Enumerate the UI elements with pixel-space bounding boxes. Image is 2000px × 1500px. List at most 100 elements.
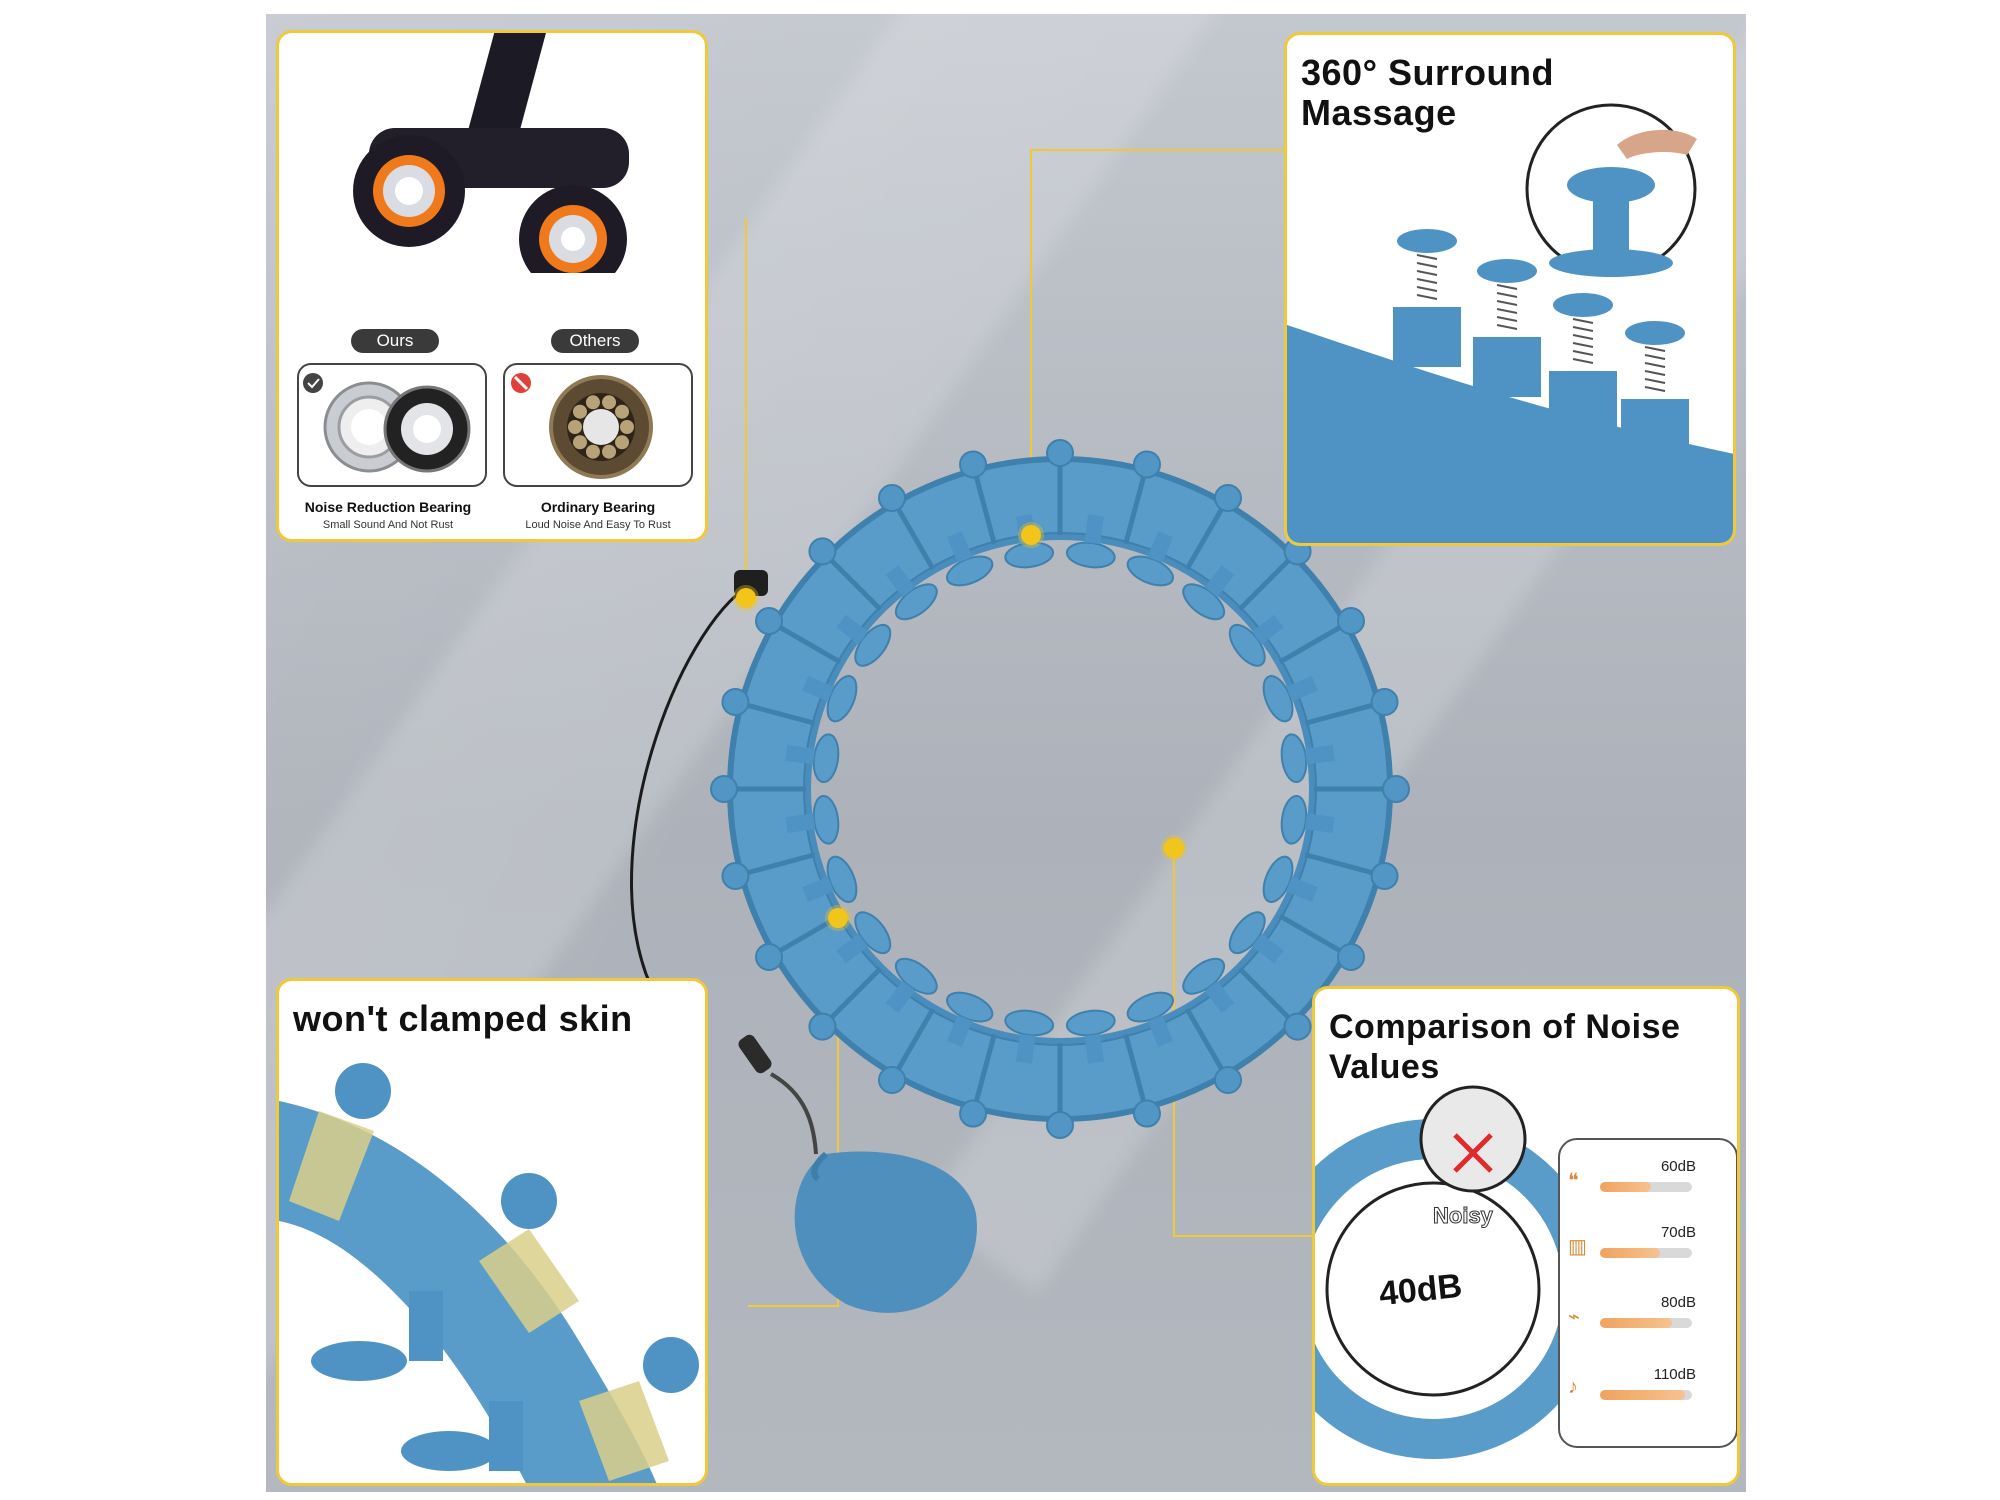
hoop-outer-knob — [1283, 1012, 1312, 1041]
hoop-segment-divider — [1237, 966, 1297, 1026]
hoop-outer-knob — [1370, 861, 1399, 890]
massage-panel: 360° Surround Massage — [1284, 32, 1736, 546]
hoop-segment-divider — [1304, 700, 1382, 726]
massage-node — [1549, 293, 1617, 431]
noise-panel: Comparison of Noise Values Noisy 40dB — [1312, 986, 1740, 1486]
hoop-nub-stem — [1304, 813, 1335, 833]
bearing-ball — [585, 444, 600, 459]
rope-hook — [770, 1072, 818, 1155]
hoop-nub-stem — [946, 1015, 973, 1048]
hoop-illustration — [630, 149, 1410, 1313]
others-subcaption: Loud Noise And Easy To Rust — [525, 519, 671, 531]
connector-line — [745, 218, 753, 601]
hoop-segment-divider — [771, 620, 842, 665]
skin-panel: won't clamped skin — [276, 978, 708, 1486]
noise-level-row: ♪ 110dB — [1558, 1362, 1708, 1422]
bearing-ball — [602, 444, 617, 459]
noise-level-fill — [1600, 1248, 1660, 1258]
hoop-outer-knob — [721, 861, 750, 890]
hoop-segment-divider — [971, 467, 997, 545]
massage-node — [1393, 229, 1461, 367]
hoop-segment-divider — [1304, 852, 1382, 878]
hoop-outer-knob — [755, 607, 784, 635]
hoop-nub-stem — [1251, 614, 1284, 645]
hoop-outer-knob — [878, 1065, 906, 1094]
building-icon: ▥ — [1568, 1236, 1587, 1258]
hoop-nub-stem — [1084, 514, 1104, 545]
hoop-outer-knob — [1370, 688, 1399, 717]
hoop-segment-divider — [1123, 467, 1149, 545]
ours-caption: Noise Reduction Bearing — [304, 499, 472, 515]
highlight-dot — [828, 908, 848, 928]
massage-title: 360° Surround Massage — [1301, 52, 1554, 133]
noise-level-fill — [1600, 1318, 1672, 1328]
hoop-segment-divider — [823, 552, 883, 612]
massage-node — [1621, 321, 1689, 459]
bearing-ball — [568, 420, 582, 434]
hairdryer-icon: ⌁ — [1568, 1306, 1581, 1328]
noise-illustration — [1315, 1085, 1737, 1459]
hoop-segment-divider — [823, 966, 883, 1026]
hoop-outer-knob — [808, 1012, 837, 1041]
noise-level-row: ⌁ 80dB — [1558, 1290, 1708, 1350]
noise-level-label: 70dB — [1660, 1224, 1696, 1241]
hoop-massage-nub — [946, 991, 994, 1023]
skin-title: won't clamped skin — [293, 998, 633, 1039]
others-caption: Ordinary Bearing — [540, 499, 656, 515]
bearing-ball — [615, 404, 630, 419]
product-canvas: Ours Others Nois — [266, 14, 1746, 1492]
hoop-inner-edge — [805, 534, 1315, 1044]
highlight-dot — [1021, 525, 1041, 545]
finger — [1617, 129, 1697, 159]
others-bearing-box — [503, 363, 693, 487]
noise-level-label: 80dB — [1660, 1294, 1696, 1311]
hoop-nub-stem — [785, 745, 816, 765]
noise-level-fill — [1600, 1390, 1685, 1400]
bearing-ball — [572, 435, 587, 450]
hoop-nub-stem — [801, 675, 834, 702]
prohibited-icon — [513, 375, 529, 391]
hoop-nub-stem — [1084, 1033, 1104, 1064]
hoop-segment-divider — [1278, 913, 1349, 958]
noise-level-row: ❝ 60dB — [1558, 1154, 1708, 1214]
hoop-outer-knob — [755, 943, 784, 971]
others-bearing-illustration — [511, 373, 653, 479]
hoop-nub-stem — [885, 565, 916, 598]
bearing-ball — [620, 420, 634, 434]
ours-bearing-illustration — [303, 373, 471, 473]
hoop-outer-knob — [710, 775, 738, 803]
bearing-ball — [615, 435, 630, 450]
noisy-circle — [1419, 1085, 1527, 1193]
ours-bearing-box — [297, 363, 487, 487]
hoop-outer-knob — [878, 484, 906, 513]
noise-levels-box — [1558, 1138, 1737, 1448]
hoop-nub-stem — [885, 980, 916, 1013]
hoop-nub-stem — [1304, 745, 1335, 765]
hoop-segment-divider — [738, 700, 816, 726]
noise-level-fill — [1600, 1182, 1651, 1192]
hoop-nub-stem — [946, 530, 973, 563]
hoop-nub-stem — [1204, 565, 1235, 598]
highlight-dot — [1164, 838, 1184, 858]
hoop-segment-divider — [1184, 1007, 1229, 1078]
hoop-nub-stem — [1251, 933, 1284, 964]
horn-icon: ♪ — [1568, 1376, 1578, 1398]
hoop-nub-stem — [801, 876, 834, 903]
hoop-nub-stem — [836, 933, 869, 964]
weight-ball-tip — [811, 1151, 828, 1182]
hoop-outer-knob — [721, 688, 750, 717]
massage-node — [1473, 259, 1541, 397]
others-tag: Others — [551, 329, 639, 353]
hoop-segment-divider — [971, 1033, 997, 1111]
hoop-outer-knob — [1382, 775, 1410, 803]
noisy-label: Noisy — [1433, 1203, 1494, 1229]
hoop-outer-knob — [1132, 1099, 1161, 1128]
hoop-outer-knob — [959, 450, 988, 479]
connector-line — [1173, 848, 1312, 1237]
quiet-circle — [1325, 1181, 1541, 1397]
hoop-nub-stem — [1016, 1033, 1036, 1064]
hoop-outer-knob — [1132, 450, 1161, 479]
hoop-massage-nub — [1126, 991, 1174, 1023]
hoop-segment-divider — [1184, 500, 1229, 571]
check-icon — [307, 378, 320, 389]
